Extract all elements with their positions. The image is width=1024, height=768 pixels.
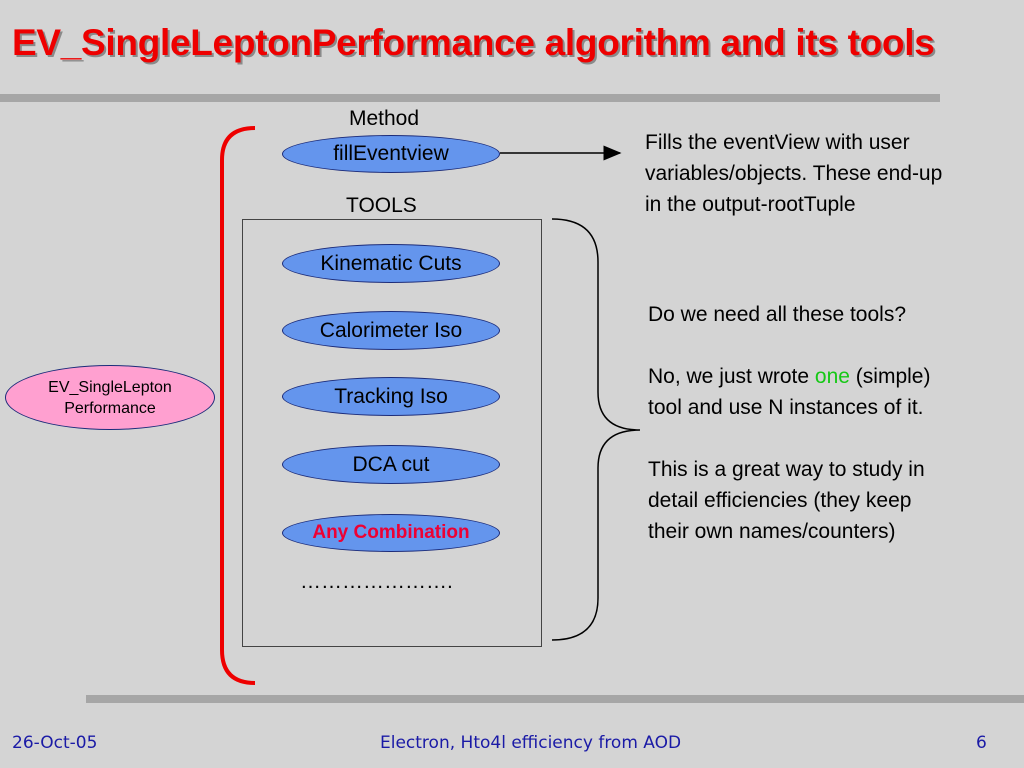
algorithm-name-line2: Performance bbox=[64, 399, 156, 417]
tool-oval-any-combination: Any Combination bbox=[282, 514, 500, 552]
notes-benefit-line: detail efficiencies (they keep bbox=[648, 489, 912, 512]
footer-title: Electron, Hto4l efficiency from AOD bbox=[380, 733, 682, 753]
method-description-line: Fills the eventView with user bbox=[645, 131, 910, 154]
tool-oval-dca-cut: DCA cut bbox=[282, 445, 500, 484]
title-divider bbox=[0, 94, 940, 102]
footer-date: 26-Oct-05 bbox=[12, 733, 98, 753]
method-description-line: variables/objects. These end-up bbox=[645, 162, 943, 185]
notes-answer-pre: No, we just wrote bbox=[648, 365, 815, 388]
algorithm-name-line1: EV_SingleLepton bbox=[48, 378, 172, 396]
notes-question: Do we need all these tools? bbox=[648, 303, 906, 326]
notes-block: Do we need all these tools? No, we just … bbox=[648, 299, 930, 547]
notes-answer-line2: tool and use N instances of it. bbox=[648, 396, 924, 419]
notes-answer-post: (simple) bbox=[849, 365, 931, 388]
footer-page-number: 6 bbox=[976, 733, 987, 753]
tools-ellipsis: …………………. bbox=[300, 570, 453, 593]
footer-divider bbox=[86, 695, 1024, 703]
notes-answer-highlight: one bbox=[814, 365, 850, 388]
tools-box bbox=[242, 219, 542, 647]
method-description-line: in the output-rootTuple bbox=[645, 193, 856, 216]
slide-title: EV_SingleLeptonPerformance algorithm and… bbox=[12, 22, 935, 63]
tools-label: TOOLS bbox=[346, 194, 417, 217]
tool-oval-tracking-iso: Tracking Iso bbox=[282, 377, 500, 416]
method-oval: fillEventview bbox=[282, 135, 500, 173]
tool-oval-calorimeter-iso: Calorimeter Iso bbox=[282, 311, 500, 350]
tool-oval-kinematic-cuts: Kinematic Cuts bbox=[282, 244, 500, 283]
method-label: Method bbox=[349, 107, 420, 130]
algorithm-oval: EV_SingleLepton Performance bbox=[5, 365, 215, 430]
curly-brace bbox=[551, 218, 641, 641]
method-description: Fills the eventView with user variables/… bbox=[645, 127, 942, 220]
red-bracket bbox=[220, 126, 256, 685]
notes-benefit-line: their own names/counters) bbox=[648, 520, 896, 543]
notes-benefit-line: This is a great way to study in bbox=[648, 458, 925, 481]
notes-answer: No, we just wrote one (simple) bbox=[648, 361, 930, 392]
